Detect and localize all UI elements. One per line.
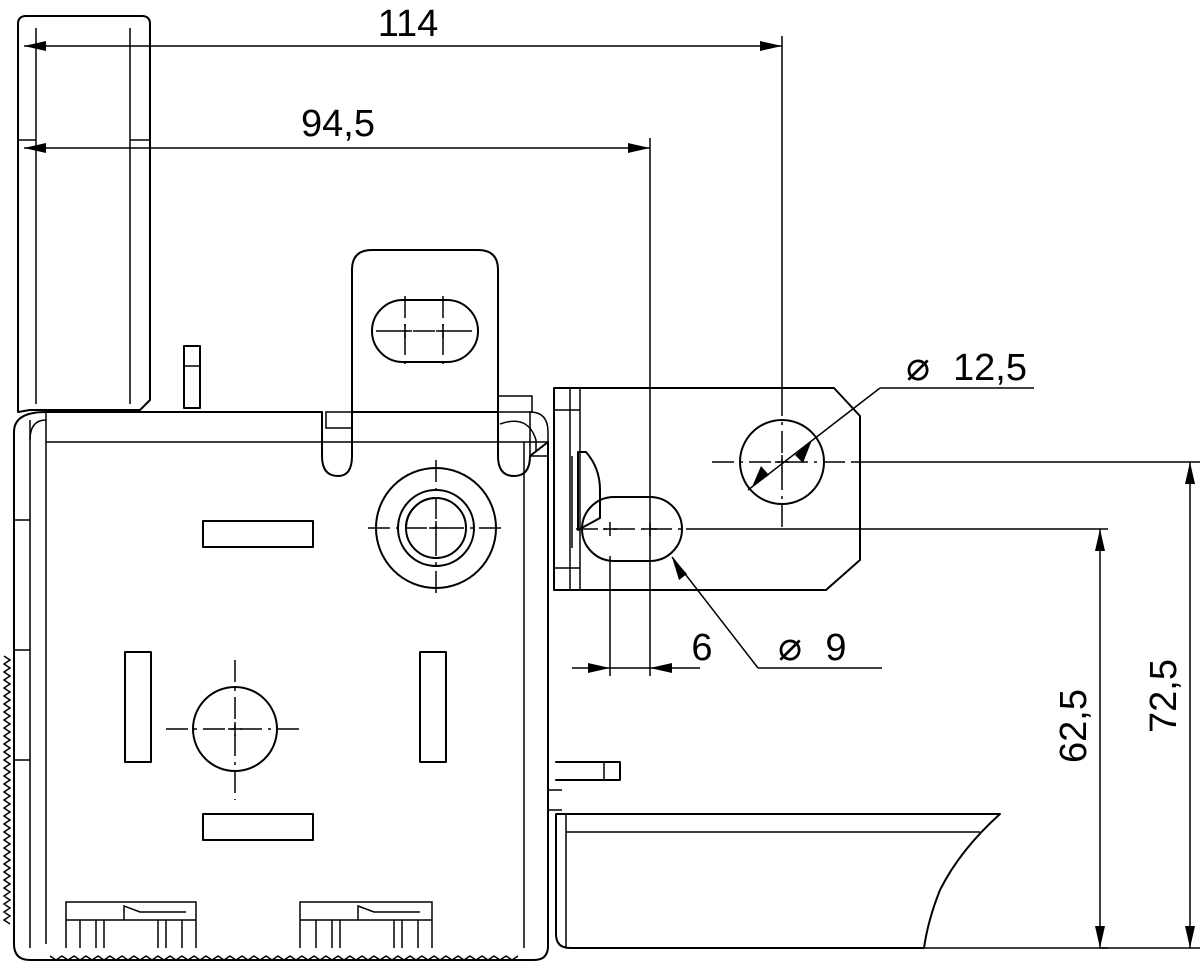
dim-hole-offset: 6: [572, 556, 713, 676]
small-latch: [183, 345, 201, 409]
large-diameter-symbol: ⌀: [906, 345, 930, 389]
large-diameter-label: 12,5: [953, 347, 1027, 389]
small-diameter-symbol: ⌀: [778, 625, 802, 669]
dim-height-small-hole: 62,5: [686, 528, 1108, 949]
lower-attachment: [548, 761, 1001, 949]
mounting-tab: [351, 249, 499, 413]
bottom-clips: [65, 901, 433, 948]
face-features: [124, 520, 447, 841]
tab-clips: [325, 395, 549, 457]
left-side-plate: [17, 15, 151, 413]
dim-hole-offset-label: 6: [691, 627, 712, 669]
leader-small-diameter: ⌀ 9: [671, 556, 882, 669]
leader-large-diameter: ⌀ 12,5: [747, 345, 1034, 491]
slot-right: [419, 651, 447, 763]
dim-width-to-hole: 94,5: [24, 103, 651, 676]
main-housing: [2, 411, 549, 961]
dim-height-small-hole-label: 62,5: [1053, 689, 1095, 763]
dim-width-to-hole-label: 94,5: [301, 103, 375, 145]
slot-left: [124, 651, 152, 763]
dim-height-large-hole-label: 72,5: [1143, 659, 1185, 733]
slot-top: [202, 520, 314, 548]
dim-overall-width: 114: [24, 3, 783, 394]
side-connector: [553, 387, 861, 591]
dim-height-large-hole: 72,5: [852, 461, 1200, 949]
slot-bottom: [202, 813, 314, 841]
small-diameter-label: 9: [825, 627, 846, 669]
dim-overall-width-label: 114: [378, 3, 439, 45]
mounting-slot: [371, 299, 479, 363]
ring-boss: [368, 460, 504, 596]
